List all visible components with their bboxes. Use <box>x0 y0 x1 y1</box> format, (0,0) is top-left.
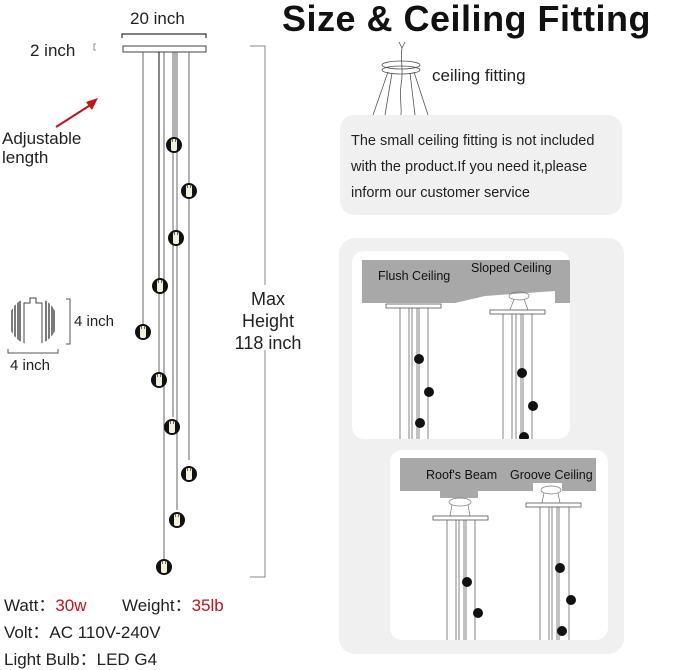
fitting-note: The small ceiling fitting is not include… <box>340 115 622 215</box>
volt-label: Volt： <box>4 623 50 642</box>
sloped-ceiling-label: Sloped Ceiling <box>471 261 552 275</box>
volt-value: AC 110V-240V <box>49 623 161 642</box>
bulb-value: LED G4 <box>96 650 158 669</box>
bulb-label: Light Bulb： <box>4 650 97 669</box>
flush-ceiling-label: Flush Ceiling <box>378 269 451 283</box>
spec-bulb: Light Bulb：LED G4 <box>4 645 157 670</box>
ceiling-fitting-icon <box>372 41 429 121</box>
spec-watt-weight: Watt：30w Weight：35lb <box>4 591 224 616</box>
spec-volt: Volt：AC 110V-240V <box>4 618 161 643</box>
globe-width-label: 4 inch <box>10 357 51 374</box>
watt-value: 30w <box>55 596 87 615</box>
canopy-height-label: 2 inch <box>30 41 76 60</box>
canopy-width-label: 20 inch <box>130 9 185 28</box>
adjustable-length-label: Adjustable length <box>2 129 82 167</box>
flush-sloped-card: Flush Ceiling Sloped Ceiling <box>352 251 570 439</box>
watt-label: Watt： <box>4 596 56 615</box>
ceiling-fitting-label: ceiling fitting <box>432 66 526 85</box>
beam-groove-card: Roof's Beam Groove Ceiling <box>390 450 608 640</box>
groove-ceiling-label: Groove Ceiling <box>510 468 593 482</box>
globe-height-label: 4 inch <box>74 313 115 330</box>
page-title: Size & Ceiling Fitting <box>282 0 651 39</box>
roofs-beam-label: Roof's Beam <box>426 468 498 482</box>
weight-label: Weight： <box>121 596 192 615</box>
weight-value: 35lb <box>191 596 224 615</box>
globe-detail-icon <box>7 297 71 354</box>
max-height-label: Max Height 118 inch <box>234 289 302 353</box>
